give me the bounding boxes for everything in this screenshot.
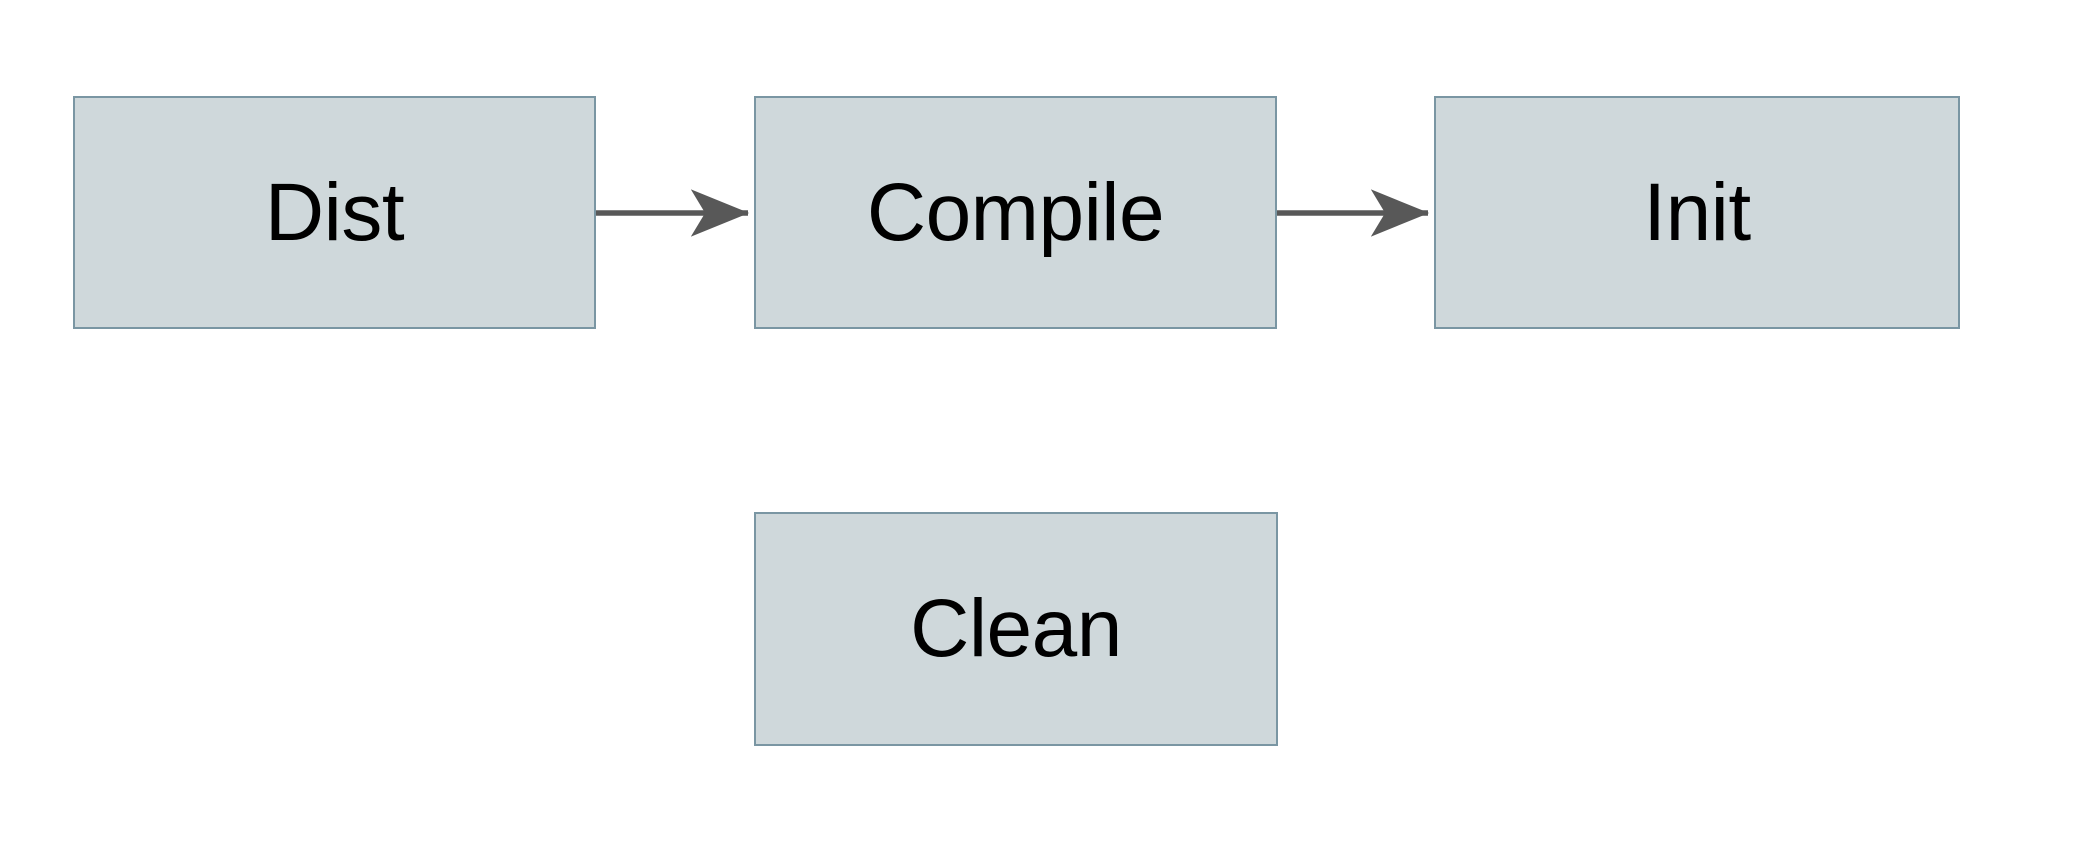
node-init-label: Init bbox=[1643, 166, 1751, 258]
node-dist-label: Dist bbox=[264, 166, 405, 258]
node-compile-label: Compile bbox=[866, 166, 1165, 258]
node-dist[interactable]: Dist bbox=[73, 96, 596, 329]
node-clean-label: Clean bbox=[910, 583, 1122, 674]
node-init[interactable]: Init bbox=[1434, 96, 1960, 329]
node-compile[interactable]: Compile bbox=[754, 96, 1277, 329]
node-clean[interactable]: Clean bbox=[754, 512, 1278, 746]
